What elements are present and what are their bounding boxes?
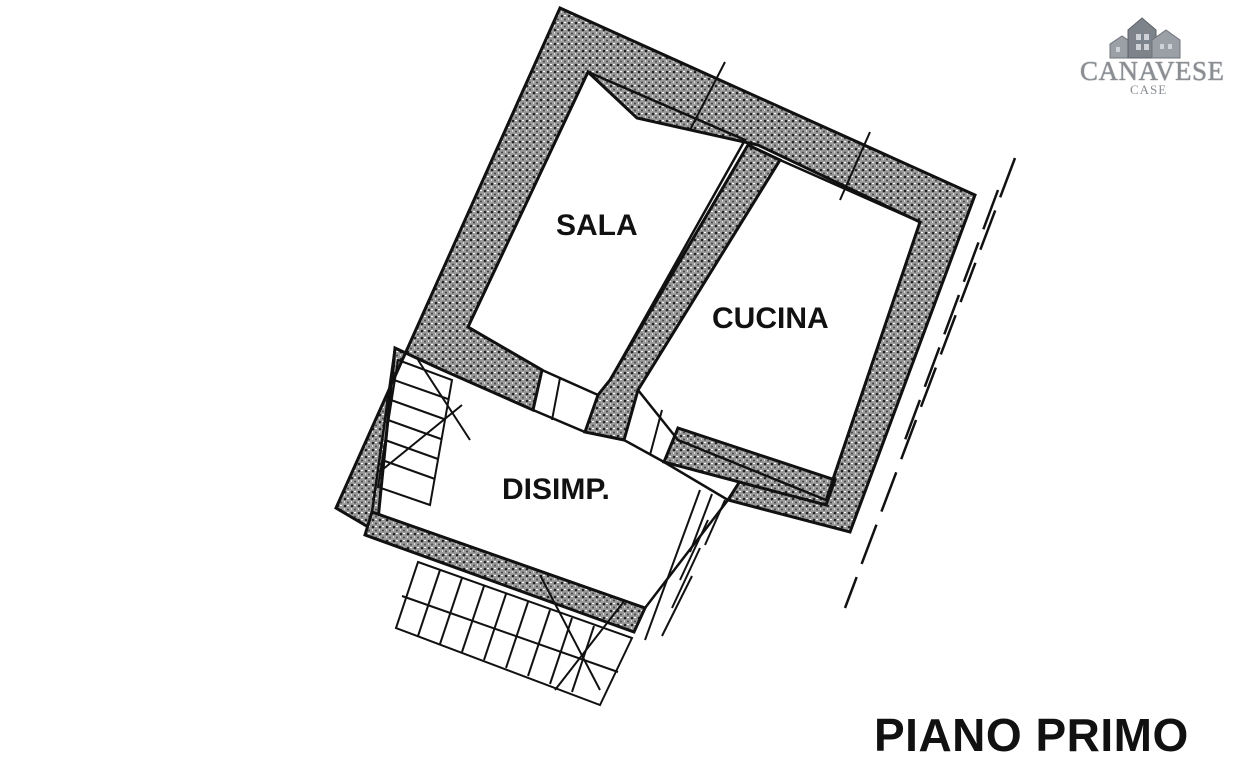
- exterior-walls: [334, 6, 977, 534]
- internal-staircase: [376, 358, 471, 507]
- room-label-cucina: CUCINA: [712, 302, 829, 335]
- room-label-disimpegno: DISIMP.: [502, 473, 610, 506]
- houses-icon: [1109, 17, 1181, 59]
- cucina-outline: [636, 158, 922, 502]
- room-label-sala: SALA: [556, 209, 638, 242]
- sala-outline: [466, 70, 747, 397]
- canavese-case-logo: CANAVESE CASE: [1074, 14, 1226, 100]
- logo-wordmark: CANAVESE: [1080, 56, 1225, 86]
- door-openings: [551, 61, 871, 456]
- external-staircase: [394, 560, 634, 707]
- disimpegno-outline: [370, 346, 730, 610]
- logo-subtitle: CASE: [1130, 82, 1168, 97]
- disimpegno-south-wall: [363, 510, 648, 634]
- terrace-hatching: [644, 489, 726, 641]
- property-boundary-line: [843, 157, 1017, 609]
- interior-partition-wall: [583, 143, 783, 442]
- floor-title: PIANO PRIMO: [874, 709, 1189, 761]
- room-outlines: [370, 70, 922, 610]
